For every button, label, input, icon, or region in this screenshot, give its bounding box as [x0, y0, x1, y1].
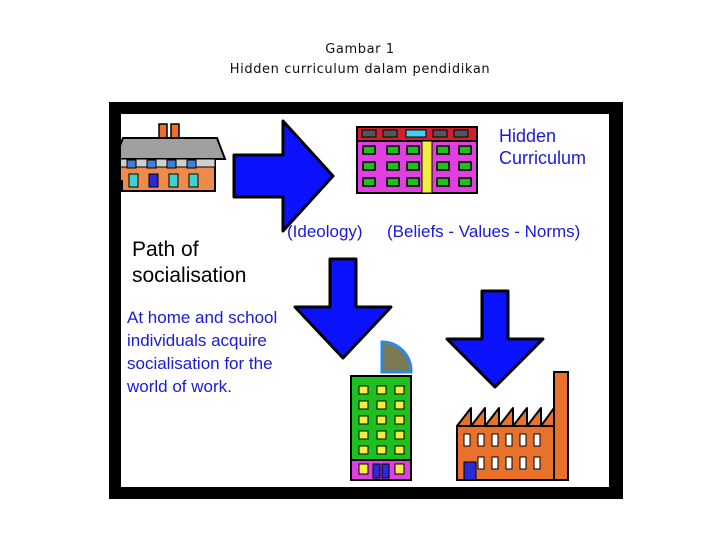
- apartment-tower-icon: [350, 340, 413, 481]
- factory-icon: [456, 371, 569, 481]
- hidden-curriculum-label: Hidden Curriculum: [499, 126, 587, 168]
- socialisation-description: At home and school individuals acquire s…: [127, 308, 278, 396]
- diagram-frame: Hidden Curriculum (Ideology) (Beliefs - …: [109, 102, 623, 499]
- arrow-right-icon: [232, 119, 335, 233]
- beliefs-values-norms-label: (Beliefs - Values - Norms): [387, 222, 581, 241]
- school-building-icon: [356, 126, 478, 194]
- path-of-socialisation-title: Path of socialisation: [132, 238, 247, 287]
- diagram-panel: Hidden Curriculum (Ideology) (Beliefs - …: [121, 114, 609, 487]
- ideology-label: (Ideology): [287, 222, 363, 241]
- house-icon: [121, 123, 227, 192]
- figure-title: Hidden curriculum dalam pendidikan: [229, 62, 491, 77]
- figure-number: Gambar 1: [325, 42, 395, 57]
- arrow-down-icon: [445, 289, 545, 389]
- diagram-graphics: [121, 119, 569, 481]
- arrow-down-icon: [293, 257, 393, 360]
